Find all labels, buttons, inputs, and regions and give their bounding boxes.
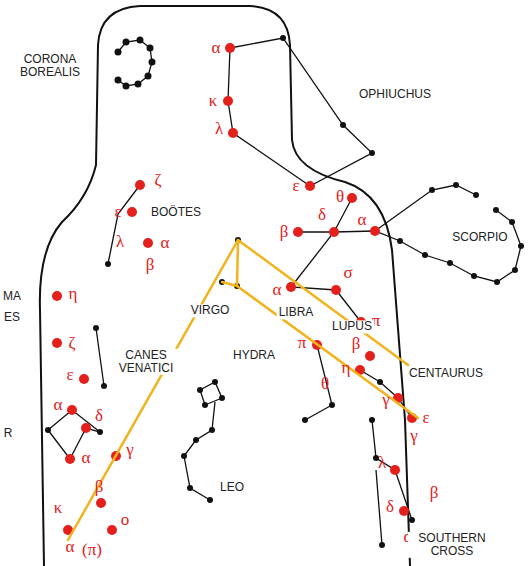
constellation-name: LEO bbox=[218, 481, 246, 494]
body-outline bbox=[40, 6, 410, 566]
star-letter: ε bbox=[292, 177, 299, 196]
star-letter: λ bbox=[215, 120, 223, 139]
star-letter: ο bbox=[121, 511, 130, 530]
star-letter: ε bbox=[66, 366, 73, 385]
star-letter: α bbox=[66, 538, 75, 557]
constellation-name: BOÖTES bbox=[149, 206, 203, 219]
star-letter: κ bbox=[209, 92, 218, 111]
star-letter: θ bbox=[336, 188, 344, 207]
star-letter: α bbox=[161, 234, 170, 253]
star-letter: π bbox=[298, 334, 307, 353]
star-letter: (π) bbox=[82, 541, 102, 560]
star-letter: δ bbox=[386, 498, 394, 517]
star-letter: γ bbox=[382, 391, 390, 410]
star-letter: β bbox=[430, 484, 439, 503]
star-letter: σ bbox=[343, 264, 352, 283]
star-letter: α bbox=[212, 39, 221, 58]
star-letter: α bbox=[82, 449, 91, 468]
star-letter: κ bbox=[54, 499, 63, 518]
constellation-name: CORONA BOREALIS bbox=[6, 53, 94, 79]
star-letter: ε bbox=[422, 409, 429, 428]
star-letter: γ bbox=[126, 441, 134, 460]
star-letter: β bbox=[352, 335, 361, 354]
constellation-lines bbox=[48, 38, 521, 545]
constellation-name: SOUTHERN CROSS bbox=[408, 532, 496, 558]
named-stars bbox=[52, 43, 425, 545]
star-letter: λ bbox=[378, 454, 386, 473]
star-letter: β bbox=[95, 478, 104, 497]
plain-stars bbox=[45, 35, 524, 548]
star-letter: η bbox=[342, 359, 351, 378]
star-letter: β bbox=[280, 223, 289, 242]
star-letter: α bbox=[54, 396, 63, 415]
constellation-name: CANES VENATICI bbox=[104, 349, 188, 375]
star-letter: β bbox=[146, 256, 155, 275]
constellation-name: LIBRA bbox=[277, 306, 316, 319]
star-letter: δ bbox=[95, 407, 103, 426]
star-letter: α bbox=[358, 211, 367, 230]
star-letter: α bbox=[273, 281, 282, 300]
pointer-lines bbox=[68, 240, 418, 540]
star-letter: ε bbox=[114, 203, 121, 222]
star-letter: θ bbox=[321, 375, 329, 394]
constellation-name: VIRGO bbox=[189, 304, 232, 317]
star-letter: η bbox=[69, 285, 78, 304]
star-letter: δ bbox=[318, 206, 326, 225]
star-letter: ζ bbox=[154, 171, 161, 190]
constellation-name: CENTAURUS bbox=[407, 367, 485, 380]
constellation-name: SCORPIO bbox=[450, 231, 509, 244]
star-letter: γ bbox=[410, 427, 418, 446]
star-letter: λ bbox=[116, 233, 124, 252]
constellation-name: MA bbox=[1, 290, 23, 303]
constellation-name: ES bbox=[2, 311, 22, 324]
constellation-name: LUPUS bbox=[330, 320, 374, 333]
constellation-name: OPHIUCHUS bbox=[357, 88, 433, 101]
constellation-name: HYDRA bbox=[231, 349, 277, 362]
constellation-name: R bbox=[2, 427, 15, 440]
star-letter: ζ bbox=[68, 334, 75, 353]
